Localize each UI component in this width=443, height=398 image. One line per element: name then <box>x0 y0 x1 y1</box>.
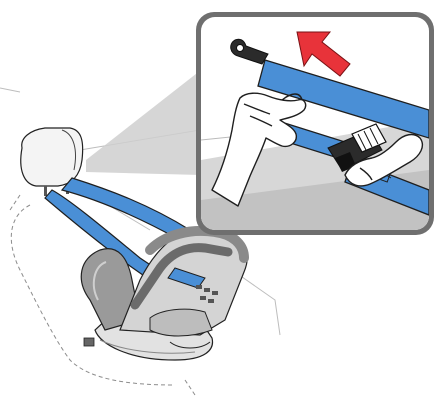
pull-direction-arrow-icon <box>296 31 351 77</box>
hand-right-icon <box>344 133 424 187</box>
headrest-icon <box>20 127 84 196</box>
hand-icon <box>211 92 307 207</box>
zoom-callout-wedge <box>86 70 201 175</box>
tensioner-buckle-icon <box>327 123 387 172</box>
strap-hook-icon <box>230 38 269 65</box>
child-seat-icon <box>80 225 249 361</box>
detail-inset <box>196 12 434 235</box>
